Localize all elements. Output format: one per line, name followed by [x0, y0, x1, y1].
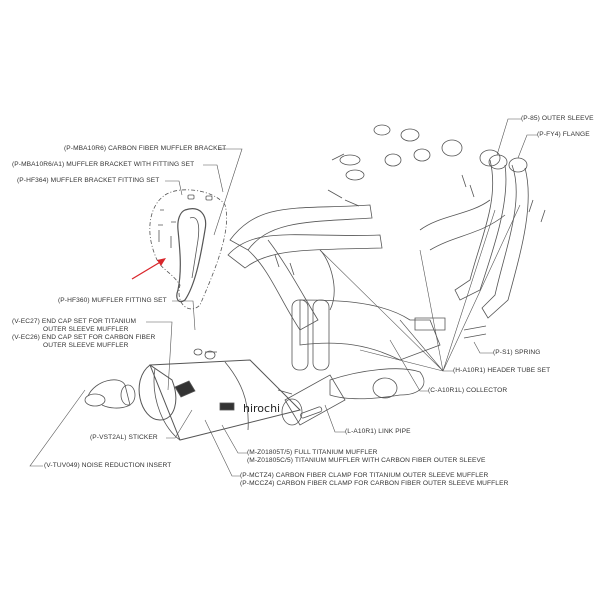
label-flange: (P-FY4) FLANGE — [537, 131, 590, 138]
label-link-pipe: (L-A10R1) LINK PIPE — [345, 428, 411, 435]
label-muffler-fitting-set: (P-HF360) MUFFLER FITTING SET — [58, 297, 167, 304]
label-titanium-muffler-carbon-sleeve: (M-Z01805C/5) TITANIUM MUFFLER WITH CARB… — [247, 457, 486, 464]
label-collector: (C-A10R1L) COLLECTOR — [428, 387, 508, 394]
red-pointer-arrow — [131, 260, 163, 280]
red-pointer-arrowhead — [157, 258, 166, 266]
noise-insert-illustration — [84, 379, 136, 409]
header-tubes-illustration — [227, 154, 529, 400]
label-muffler-bracket-with-fitting-set: (P-MBA10R6/A1) MUFFLER BRACKET WITH FITT… — [12, 161, 195, 168]
muffler-illustration — [138, 348, 301, 441]
label-clamp-carbon: (P-MCCZ4) CARBON FIBER CLAMP FOR CARBON … — [240, 480, 509, 487]
label-header-tube-set: (H-A10R1) HEADER TUBE SET — [453, 367, 551, 374]
link-pipe-illustration — [281, 374, 398, 426]
muffler-bracket-illustration — [149, 189, 227, 310]
label-muffler-bracket-fitting-set: (P-HF364) MUFFLER BRACKET FITTING SET — [17, 177, 160, 184]
label-end-cap-titanium-line2: OUTER SLEEVE MUFFLER — [43, 326, 129, 333]
label-sticker: (P-VST2AL) STICKER — [90, 434, 158, 441]
label-end-cap-titanium: (V-EC27) END CAP SET FOR TITANIUM — [12, 318, 137, 325]
label-carbon-fiber-muffler-bracket: (P-MBA10R6) CARBON FIBER MUFFLER BRACKET — [64, 145, 227, 152]
gaskets-springs-illustration — [205, 124, 546, 395]
watermark: hirochi — [243, 402, 281, 415]
label-clamp-titanium: (P-MCTZ4) CARBON FIBER CLAMP FOR TITANIU… — [240, 472, 489, 479]
label-outer-sleeve: (P-85) OUTER SLEEVE — [521, 115, 594, 122]
label-full-titanium-muffler: (M-Z01805T/5) FULL TITANIUM MUFFLER — [247, 449, 378, 456]
label-end-cap-carbon: (V-EC26) END CAP SET FOR CARBON FIBER — [12, 334, 156, 341]
label-end-cap-carbon-line2: OUTER SLEEVE MUFFLER — [43, 342, 129, 349]
label-noise-reduction-insert: (V-TUV049) NOISE REDUCTION INSERT — [44, 462, 172, 469]
leader-lines — [29, 118, 537, 477]
label-spring: (P-S1) SPRING — [493, 349, 541, 356]
